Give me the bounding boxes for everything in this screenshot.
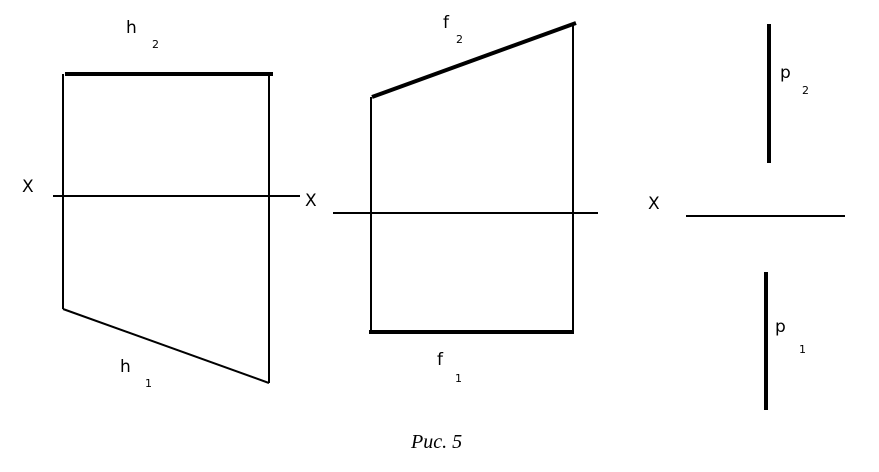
panel1-axis-left-label: X [22,177,34,197]
h1-label-index: 1 [145,377,152,390]
h2-label-index: 2 [152,38,159,51]
h2-label: h [126,18,137,38]
f2-projection-line [371,21,577,99]
panel-horizontal-line: X X h 2 h 1 [22,18,317,390]
panel-frontal-line: f 2 f 1 [333,13,598,385]
panel1-axis-right-label: X [305,191,317,211]
p2-label-index: 2 [802,84,809,97]
figure-caption: Рис. 5 [410,431,462,453]
panel3-axis-label: X [648,194,660,214]
h1-label: h [120,357,131,377]
panel-profile-line: X p 2 p 1 [648,24,845,410]
p1-label-index: 1 [799,343,806,356]
f1-label: f [437,350,444,370]
f1-label-index: 1 [455,372,462,385]
f2-label: f [443,13,450,33]
h1-projection-line [62,308,270,384]
p1-label: p [775,317,786,337]
p2-label: p [780,63,791,83]
f2-label-index: 2 [456,33,463,46]
